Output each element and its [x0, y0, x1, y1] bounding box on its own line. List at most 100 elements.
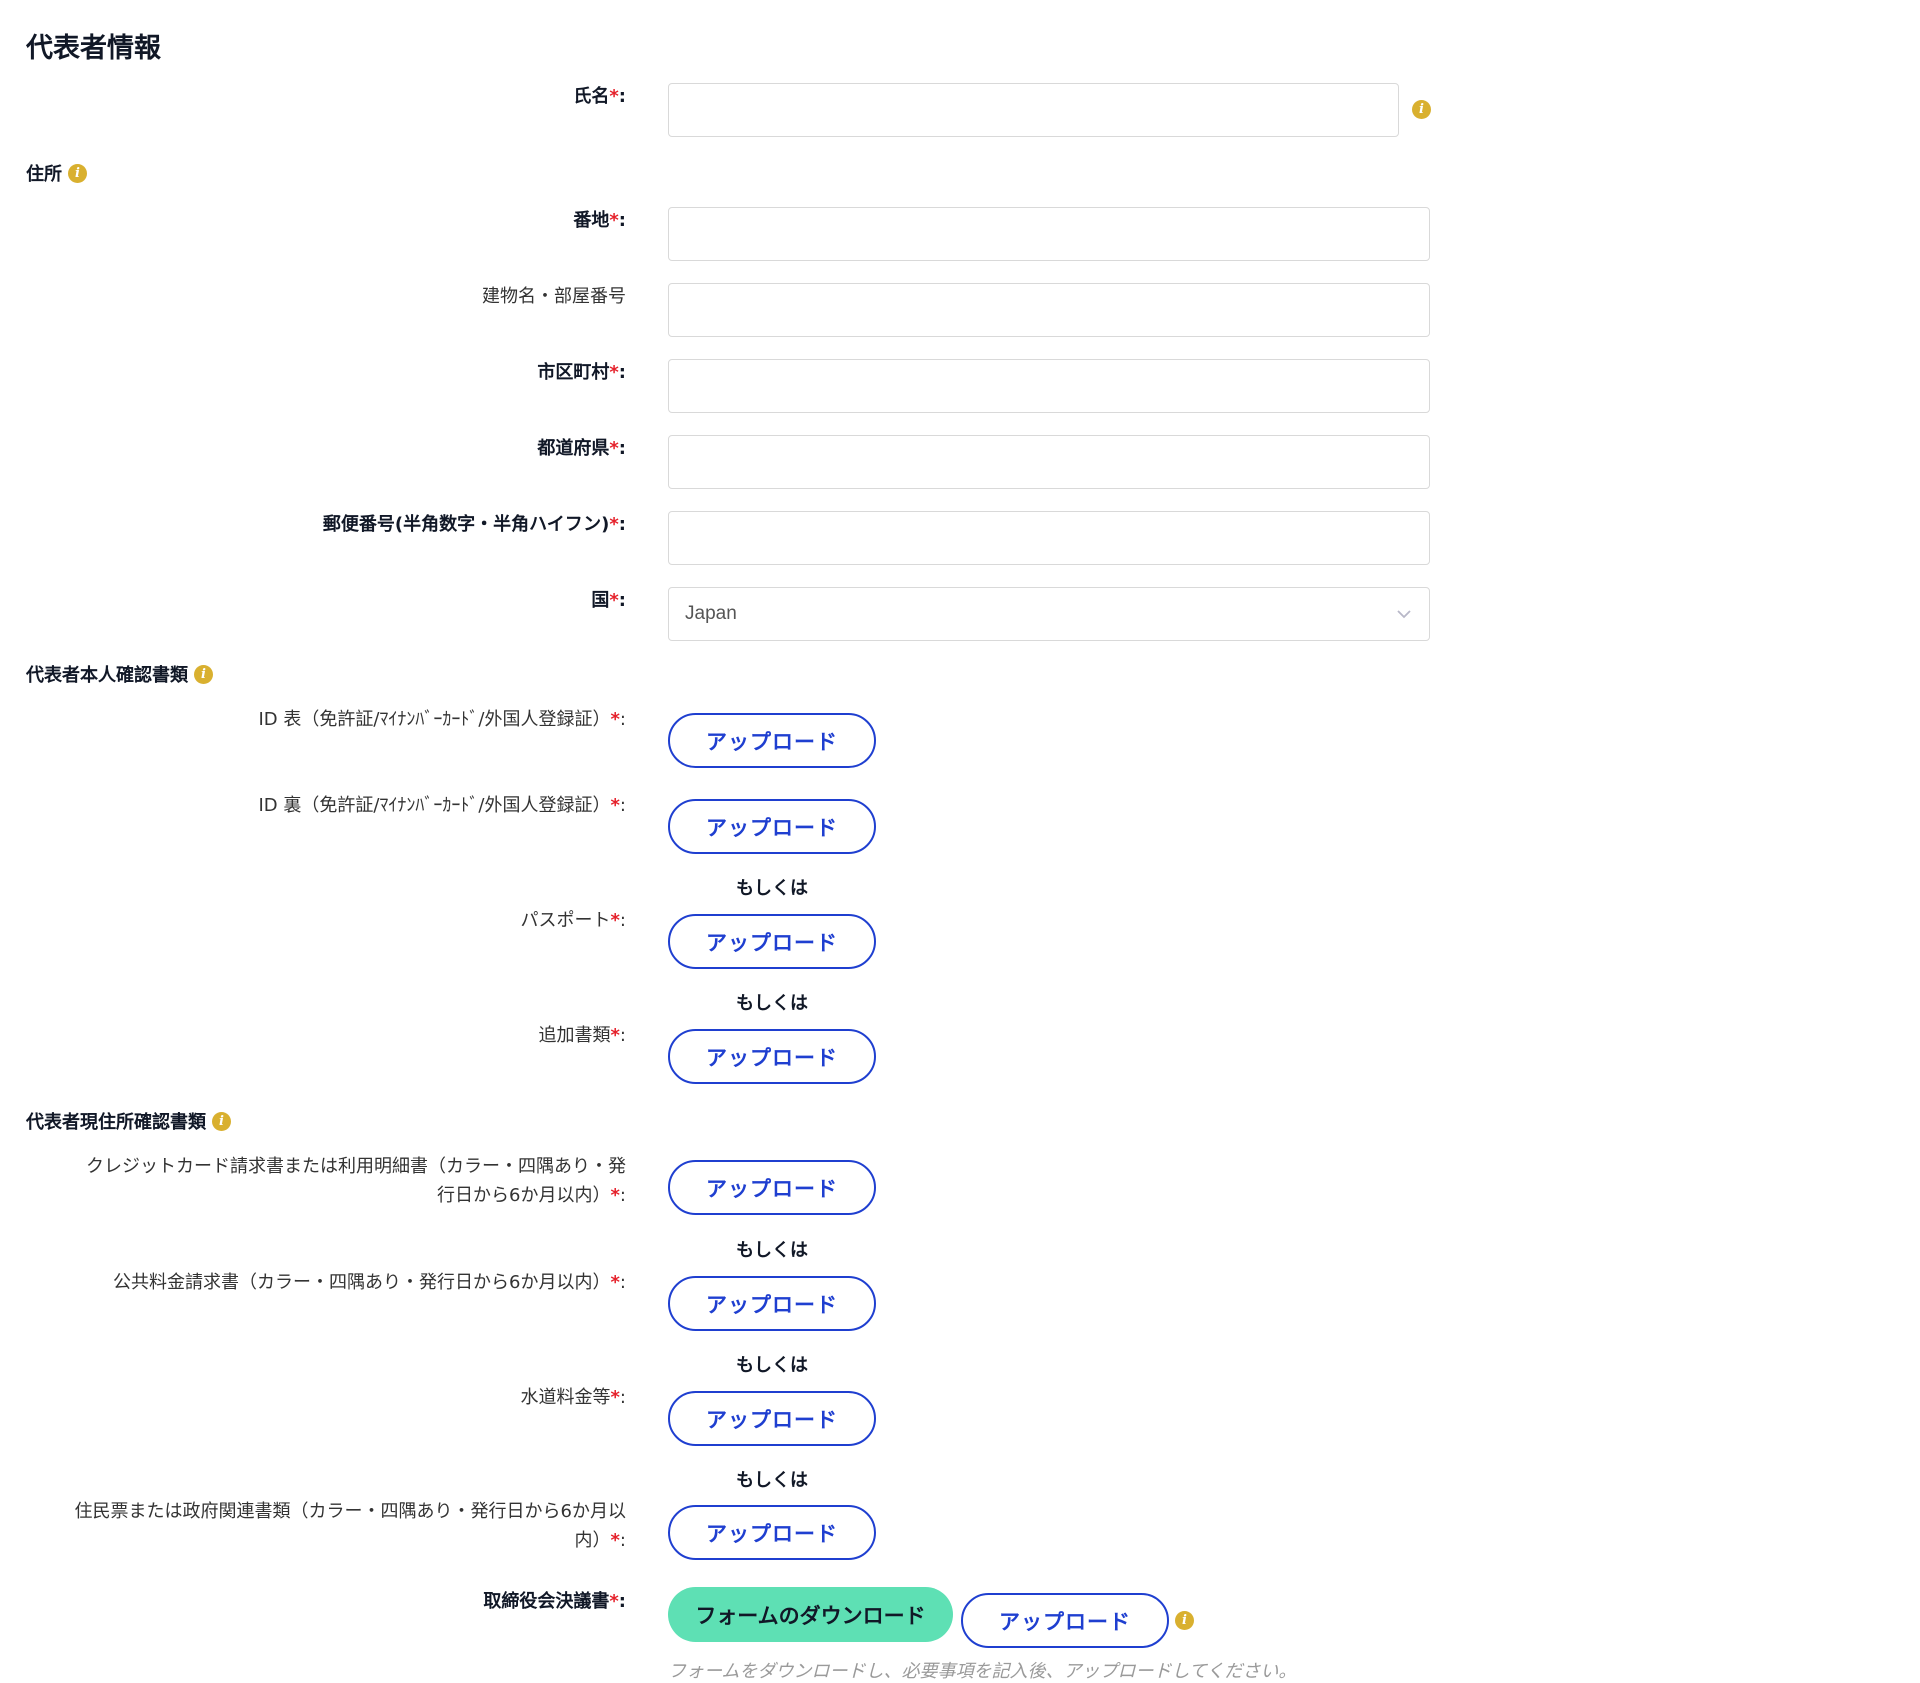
resident-doc-label-line2: 内）*:	[75, 1526, 627, 1555]
required-mark: *	[610, 1025, 620, 1046]
required-mark: *	[609, 438, 619, 459]
utility-bill-upload-button[interactable]: アップロード	[668, 1276, 876, 1331]
city-label: 市区町村*:	[537, 358, 626, 387]
required-mark: *	[610, 1272, 620, 1293]
required-mark: *	[609, 86, 619, 107]
or-separator: もしくは	[736, 1470, 808, 1491]
street-input[interactable]	[668, 207, 1430, 261]
label-colon: :	[618, 590, 626, 611]
required-mark: *	[610, 910, 620, 931]
board-resolution-info-icon[interactable]: i	[1175, 1611, 1194, 1630]
additional-doc-label: 追加書類*:	[539, 1021, 627, 1050]
country-label-text: 国	[591, 590, 610, 611]
name-info-icon[interactable]: i	[1412, 100, 1431, 119]
address-group-title-text: 住所	[26, 164, 62, 185]
required-mark: *	[609, 590, 619, 611]
chevron-down-icon	[1397, 610, 1411, 619]
id-back-label: ID 裏（免許証/ﾏｲﾅﾝﾊﾞｰｶｰﾄﾞ/外国人登録証）*:	[258, 791, 626, 820]
street-label: 番地*:	[573, 206, 626, 235]
city-input[interactable]	[668, 359, 1430, 413]
label-colon: :	[619, 795, 626, 816]
street-label-text: 番地	[573, 210, 610, 231]
form-download-button[interactable]: フォームのダウンロード	[668, 1587, 953, 1642]
postal-label-text: 郵便番号(半角数字・半角ハイフン)	[322, 514, 610, 535]
id-front-label-text: ID 表（免許証/ﾏｲﾅﾝﾊﾞｰｶｰﾄﾞ/外国人登録証）	[258, 709, 611, 730]
resident-doc-label-line1: 住民票または政府関連書類（カラー・四隅あり・発行日から6か月以	[74, 1501, 626, 1522]
country-label: 国*:	[591, 586, 626, 615]
download-hint-text: フォームをダウンロードし、必要事項を記入後、アップロードしてください。	[668, 1661, 1297, 1682]
label-colon: :	[619, 709, 626, 730]
required-mark: *	[609, 514, 619, 535]
label-colon: :	[619, 1272, 626, 1293]
or-separator: もしくは	[736, 993, 808, 1014]
required-mark: *	[609, 362, 619, 383]
label-colon: :	[619, 910, 626, 931]
required-mark: *	[610, 1387, 620, 1408]
label-colon: :	[619, 1025, 626, 1046]
required-mark: *	[609, 1591, 619, 1612]
label-colon: :	[619, 1530, 626, 1551]
address-group-title: 住所 i	[26, 160, 87, 186]
resident-doc-label: 住民票または政府関連書類（カラー・四隅あり・発行日から6か月以 内）*:	[75, 1497, 626, 1555]
postal-label: 郵便番号(半角数字・半角ハイフン)*:	[323, 510, 626, 539]
address-proof-group-title-text: 代表者現住所確認書類	[26, 1112, 206, 1133]
name-label: 氏名*:	[573, 82, 626, 111]
utility-bill-label: 公共料金請求書（カラー・四隅あり・発行日から6か月以内）*:	[113, 1268, 626, 1297]
required-mark: *	[609, 210, 619, 231]
credit-card-upload-button[interactable]: アップロード	[668, 1160, 876, 1215]
label-colon: :	[618, 438, 626, 459]
required-mark: *	[610, 795, 620, 816]
name-label-text: 氏名	[573, 86, 610, 107]
board-resolution-label: 取締役会決議書*:	[483, 1587, 626, 1616]
label-colon: :	[618, 362, 626, 383]
label-colon: :	[618, 210, 626, 231]
id-back-upload-button[interactable]: アップロード	[668, 799, 876, 854]
credit-card-label-line1: クレジットカード請求書または利用明細書（カラー・四隅あり・発	[86, 1156, 626, 1177]
passport-label: パスポート*:	[521, 906, 627, 935]
passport-upload-button[interactable]: アップロード	[668, 914, 876, 969]
address-info-icon[interactable]: i	[68, 163, 87, 183]
label-colon: :	[618, 1591, 626, 1612]
credit-card-label: クレジットカード請求書または利用明細書（カラー・四隅あり・発 行日から6か月以内…	[86, 1152, 626, 1210]
address-proof-info-icon[interactable]: i	[212, 1111, 231, 1131]
id-front-label: ID 表（免許証/ﾏｲﾅﾝﾊﾞｰｶｰﾄﾞ/外国人登録証）*:	[258, 705, 626, 734]
water-bill-label: 水道料金等*:	[521, 1383, 627, 1412]
or-separator: もしくは	[736, 878, 808, 899]
country-select[interactable]: Japan	[668, 587, 1430, 641]
label-colon: :	[618, 514, 626, 535]
name-input[interactable]	[668, 83, 1399, 137]
board-resolution-label-text: 取締役会決議書	[483, 1591, 610, 1612]
utility-bill-label-text: 公共料金請求書（カラー・四隅あり・発行日から6か月以内）	[113, 1272, 611, 1293]
postal-input[interactable]	[668, 511, 1430, 565]
credit-card-label-line2-text: 行日から6か月以内）	[437, 1185, 611, 1206]
id-group-title-text: 代表者本人確認書類	[26, 665, 188, 686]
country-selected-value: Japan	[685, 603, 737, 624]
id-front-upload-button[interactable]: アップロード	[668, 713, 876, 768]
prefecture-label: 都道府県*:	[537, 434, 626, 463]
credit-card-label-line2: 行日から6か月以内）*:	[86, 1181, 626, 1210]
id-group-title: 代表者本人確認書類 i	[26, 661, 213, 687]
resident-doc-label-line2-text: 内）	[574, 1530, 611, 1551]
label-colon: :	[619, 1387, 626, 1408]
label-colon: :	[619, 1185, 626, 1206]
id-group-info-icon[interactable]: i	[194, 664, 213, 684]
section-title: 代表者情報	[26, 33, 161, 64]
required-mark: *	[610, 1530, 620, 1551]
id-back-label-text: ID 裏（免許証/ﾏｲﾅﾝﾊﾞｰｶｰﾄﾞ/外国人登録証）	[258, 795, 611, 816]
or-separator: もしくは	[736, 1240, 808, 1261]
required-mark: *	[610, 1185, 620, 1206]
additional-doc-label-text: 追加書類	[538, 1025, 611, 1046]
label-colon: :	[618, 86, 626, 107]
resident-doc-upload-button[interactable]: アップロード	[668, 1505, 876, 1560]
city-label-text: 市区町村	[537, 362, 610, 383]
required-mark: *	[610, 709, 620, 730]
additional-doc-upload-button[interactable]: アップロード	[668, 1029, 876, 1084]
board-resolution-upload-button[interactable]: アップロード	[961, 1593, 1169, 1648]
passport-label-text: パスポート	[520, 910, 611, 931]
or-separator: もしくは	[736, 1355, 808, 1376]
building-label: 建物名・部屋番号	[482, 286, 626, 307]
water-bill-label-text: 水道料金等	[520, 1387, 611, 1408]
building-input[interactable]	[668, 283, 1430, 337]
prefecture-input[interactable]	[668, 435, 1430, 489]
water-bill-upload-button[interactable]: アップロード	[668, 1391, 876, 1446]
